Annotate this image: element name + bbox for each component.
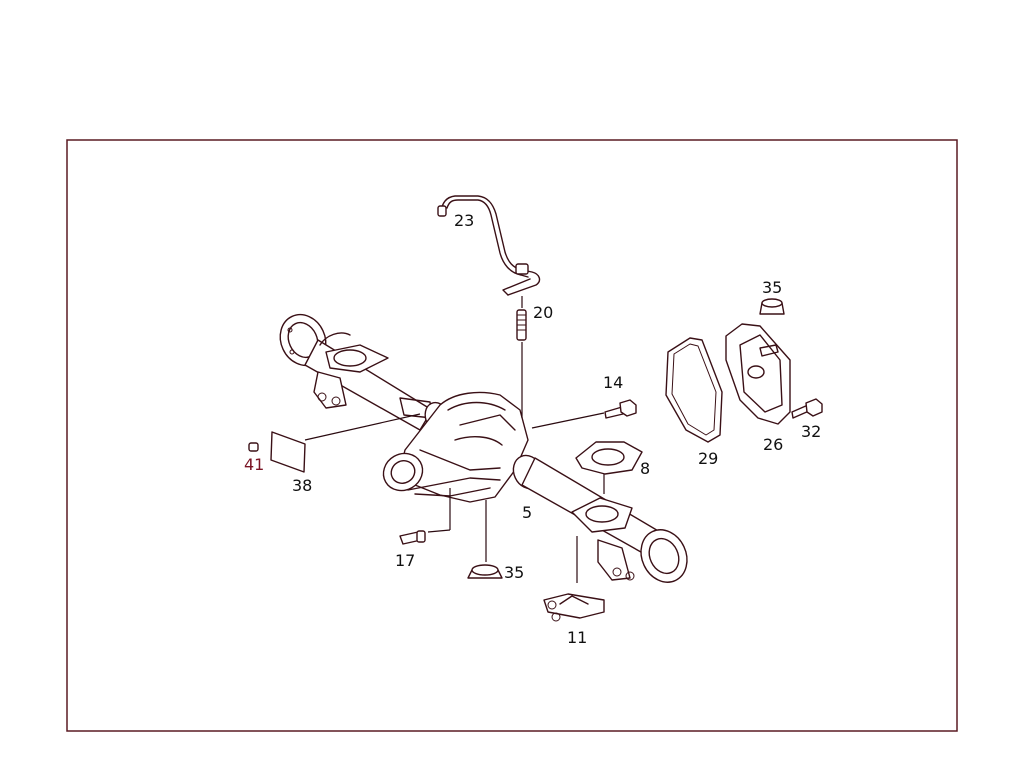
cover-bolt-part[interactable] xyxy=(791,398,823,419)
leader-lines xyxy=(304,296,605,583)
part-label-11: 11 xyxy=(567,628,587,647)
mounting-bracket-part[interactable] xyxy=(543,593,605,622)
part-label-5: 5 xyxy=(522,503,532,522)
part-label-17: 17 xyxy=(395,551,415,570)
cover-gasket-part[interactable] xyxy=(665,337,723,443)
breather-tube-part[interactable] xyxy=(437,195,541,296)
part-label-41: 41 xyxy=(244,455,264,474)
plug-part-bottom[interactable] xyxy=(467,564,503,579)
drain-bolt-part[interactable] xyxy=(399,530,426,545)
part-label-26: 26 xyxy=(763,435,783,454)
plug-part-top[interactable] xyxy=(759,298,785,315)
part-label-29: 29 xyxy=(698,449,718,468)
part-label-38: 38 xyxy=(292,476,312,495)
axle-housing-part[interactable] xyxy=(272,307,695,590)
part-label-32: 32 xyxy=(801,422,821,441)
spacer-plate-part[interactable] xyxy=(575,441,643,475)
part-label-35-bottom: 35 xyxy=(504,563,524,582)
cover-plate-part[interactable] xyxy=(270,431,306,473)
diagram-frame xyxy=(66,139,958,732)
part-label-8: 8 xyxy=(640,459,650,478)
part-label-23: 23 xyxy=(454,211,474,230)
breather-bolt-part[interactable] xyxy=(604,399,637,419)
small-bolt-part[interactable] xyxy=(248,442,259,452)
differential-cover-part[interactable] xyxy=(725,323,791,425)
part-label-35-top: 35 xyxy=(762,278,782,297)
part-label-20: 20 xyxy=(533,303,553,322)
vent-stud-part[interactable] xyxy=(516,309,527,341)
part-label-14: 14 xyxy=(603,373,623,392)
